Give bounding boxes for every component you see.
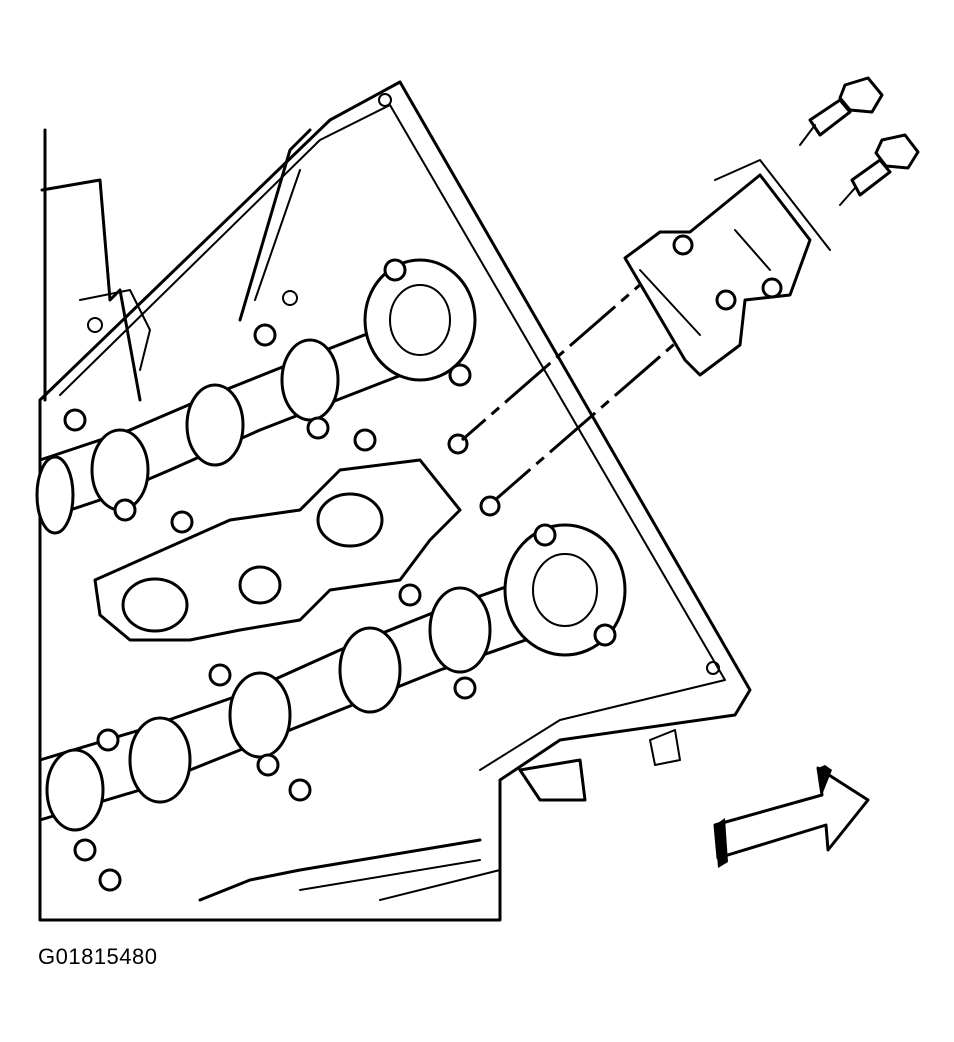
camshaft (38, 523, 627, 832)
bolt (799, 76, 884, 146)
cam-bearing-cap (93, 458, 462, 642)
bolt (839, 133, 920, 206)
camshaft (35, 258, 477, 535)
cam-cap-bolts (63, 258, 617, 892)
arrow-icon (713, 765, 870, 868)
sensor-bracket (623, 159, 831, 377)
figure-id-label: G01815480 (38, 944, 158, 969)
